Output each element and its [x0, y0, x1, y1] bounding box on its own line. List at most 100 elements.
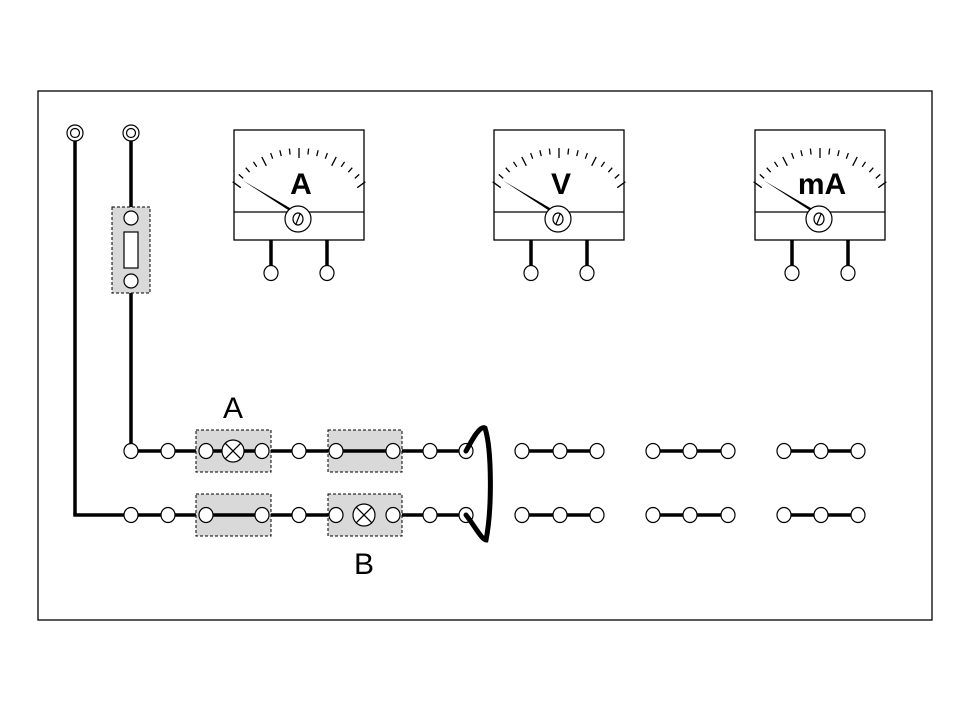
rail-node-bottom[interactable]: [328, 506, 344, 524]
scale-tick: [861, 161, 867, 168]
rail-node-bottom[interactable]: [123, 506, 139, 524]
terminal-strip[interactable]: [776, 506, 866, 524]
power-terminal-left[interactable]: [66, 124, 84, 142]
lamp-a-label: A: [223, 392, 243, 425]
scale-tick: [232, 181, 242, 189]
scale-tick: [347, 167, 353, 173]
scale-tick: [331, 156, 337, 167]
rail-nodes: [123, 442, 474, 524]
power-terminal-right[interactable]: [122, 124, 140, 142]
strip-node[interactable]: [552, 506, 568, 524]
meter-terminal[interactable]: [579, 264, 595, 282]
meter-symbol: A: [290, 168, 312, 201]
strip-node[interactable]: [589, 506, 605, 524]
scale-tick: [791, 152, 795, 159]
scale-tick: [548, 148, 551, 155]
meter-terminal[interactable]: [263, 264, 279, 282]
strip-node[interactable]: [552, 442, 568, 460]
terminal-strip[interactable]: [514, 442, 605, 460]
strip-node[interactable]: [645, 442, 661, 460]
terminal-strip[interactable]: [514, 506, 605, 524]
meter-terminal[interactable]: [319, 264, 335, 282]
fuse-module[interactable]: [111, 206, 151, 294]
rail-node-bottom[interactable]: [254, 506, 270, 524]
scale-tick: [576, 150, 579, 157]
rail-node-bottom[interactable]: [291, 506, 307, 524]
rail-node-top[interactable]: [422, 442, 438, 460]
rail-node-top[interactable]: [385, 442, 401, 460]
rail-node-bottom[interactable]: [422, 506, 438, 524]
rail-node-bottom[interactable]: [160, 506, 176, 524]
terminal-strip[interactable]: [645, 442, 736, 460]
strip-node[interactable]: [589, 442, 605, 460]
scale-tick: [753, 181, 763, 189]
scale-tick: [614, 173, 620, 179]
scale-tick: [307, 148, 310, 155]
strip-node[interactable]: [682, 506, 698, 524]
rail-node-top[interactable]: [198, 442, 214, 460]
scale-tick: [567, 148, 570, 155]
strip-node[interactable]: [720, 442, 736, 460]
strip-node[interactable]: [514, 442, 530, 460]
strip-node[interactable]: [720, 506, 736, 524]
rail-node-top[interactable]: [254, 442, 270, 460]
terminal-strip[interactable]: [776, 442, 866, 460]
rail-node-top[interactable]: [123, 442, 139, 460]
scale-tick: [340, 161, 346, 168]
strip-node[interactable]: [514, 506, 530, 524]
scale-tick: [324, 152, 328, 159]
voltmeter: V: [492, 129, 626, 282]
rail-node-top[interactable]: [328, 442, 344, 460]
scale-tick: [505, 167, 511, 173]
meter-terminal[interactable]: [840, 264, 856, 282]
scale-tick: [591, 156, 597, 167]
scale-tick: [766, 167, 772, 173]
lamp-b-label: B: [354, 548, 374, 581]
scale-tick: [539, 150, 542, 157]
strip-node[interactable]: [645, 506, 661, 524]
scale-tick: [773, 161, 779, 168]
strip-node[interactable]: [776, 442, 792, 460]
strip-node[interactable]: [850, 442, 866, 460]
jumper-wire[interactable]: [463, 425, 493, 543]
strip-node[interactable]: [850, 506, 866, 524]
scale-tick: [868, 167, 874, 173]
scale-tick: [877, 181, 887, 189]
scale-tick: [607, 167, 613, 173]
meter-symbol: V: [551, 168, 571, 201]
scale-tick: [845, 152, 849, 159]
scale-tick: [270, 152, 274, 159]
scale-tick: [584, 152, 588, 159]
milliammeter: mA: [753, 129, 887, 282]
scale-tick: [288, 148, 291, 155]
rail-node-top[interactable]: [291, 442, 307, 460]
rail-node-bottom[interactable]: [385, 506, 401, 524]
rail-node-top[interactable]: [160, 442, 176, 460]
scale-tick: [828, 148, 831, 155]
fuse-icon: [123, 231, 139, 269]
strip-node[interactable]: [813, 442, 829, 460]
scale-tick: [759, 173, 765, 179]
scale-tick: [238, 173, 244, 179]
meter-symbol: mA: [798, 168, 846, 201]
scale-tick: [261, 156, 267, 167]
strip-node[interactable]: [813, 506, 829, 524]
scale-tick: [245, 167, 251, 173]
scale-tick: [837, 150, 840, 157]
scale-tick: [800, 150, 803, 157]
meter-terminal[interactable]: [784, 264, 800, 282]
scale-tick: [809, 148, 812, 155]
scale-tick: [852, 156, 858, 167]
spare-terminal-strips: [514, 442, 866, 524]
scale-tick: [521, 156, 527, 167]
scale-tick: [316, 150, 319, 157]
terminal-strip[interactable]: [645, 506, 736, 524]
meter-needle: [763, 180, 820, 217]
rail-node-bottom[interactable]: [198, 506, 214, 524]
strip-node[interactable]: [776, 506, 792, 524]
scale-tick: [279, 150, 282, 157]
strip-node[interactable]: [682, 442, 698, 460]
meter-terminal[interactable]: [523, 264, 539, 282]
meter-needle: [502, 180, 559, 217]
